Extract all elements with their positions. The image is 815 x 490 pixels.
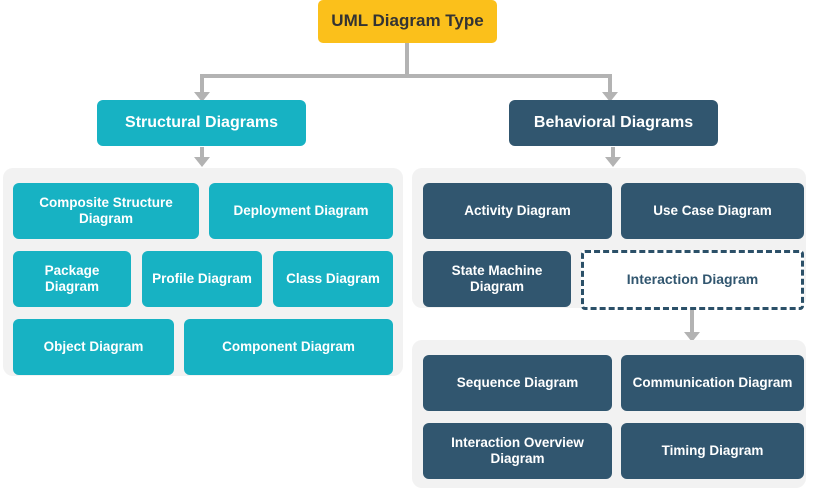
node-deployment-diagram[interactable]: Deployment Diagram: [209, 183, 393, 239]
node-profile-diagram[interactable]: Profile Diagram: [142, 251, 262, 307]
node-use-case-diagram[interactable]: Use Case Diagram: [621, 183, 804, 239]
connector-root-bar: [200, 74, 612, 78]
node-label: Activity Diagram: [464, 202, 571, 218]
arrow-to-structural-icon: [194, 92, 210, 102]
node-label: Package Diagram: [44, 262, 100, 294]
node-uml-diagram-type[interactable]: UML Diagram Type: [318, 0, 497, 43]
node-label: Interaction Overview Diagram: [451, 434, 584, 466]
node-label: Component Diagram: [222, 338, 355, 354]
node-label: Deployment Diagram: [233, 202, 369, 218]
node-label: Profile Diagram: [152, 270, 252, 286]
arrow-behavioral-panel-icon: [605, 157, 621, 167]
node-label: Use Case Diagram: [653, 202, 772, 218]
node-label: Structural Diagrams: [125, 114, 278, 132]
node-sequence-diagram[interactable]: Sequence Diagram: [423, 355, 612, 411]
connector-behavioral-to-panel: [611, 147, 615, 161]
node-state-machine-diagram[interactable]: State Machine Diagram: [423, 251, 571, 307]
node-object-diagram[interactable]: Object Diagram: [13, 319, 174, 375]
arrow-interaction-panel-icon: [684, 332, 700, 342]
node-label: Object Diagram: [43, 338, 144, 354]
node-label: Interaction Diagram: [626, 271, 759, 288]
node-label: State Machine Diagram: [451, 262, 543, 294]
connector-to-structural: [200, 74, 204, 96]
connector-to-behavioral: [608, 74, 612, 96]
node-behavioral-diagrams[interactable]: Behavioral Diagrams: [509, 100, 718, 146]
node-label: Class Diagram: [286, 270, 380, 286]
connector-interaction-to-panel: [690, 308, 694, 336]
node-communication-diagram[interactable]: Communication Diagram: [621, 355, 804, 411]
node-interaction-overview-diagram[interactable]: Interaction Overview Diagram: [423, 423, 612, 479]
node-timing-diagram[interactable]: Timing Diagram: [621, 423, 804, 479]
connector-root-stem: [405, 40, 409, 76]
node-composite-structure-diagram[interactable]: Composite Structure Diagram: [13, 183, 199, 239]
node-label: UML Diagram Type: [331, 11, 484, 31]
node-label: Sequence Diagram: [456, 374, 579, 390]
node-activity-diagram[interactable]: Activity Diagram: [423, 183, 612, 239]
arrow-to-behavioral-icon: [602, 92, 618, 102]
node-component-diagram[interactable]: Component Diagram: [184, 319, 393, 375]
node-structural-diagrams[interactable]: Structural Diagrams: [97, 100, 306, 146]
arrow-structural-panel-icon: [194, 157, 210, 167]
node-label: Composite Structure Diagram: [39, 194, 173, 226]
node-label: Behavioral Diagrams: [533, 114, 694, 132]
node-interaction-diagram[interactable]: Interaction Diagram: [581, 250, 804, 310]
connector-structural-to-panel: [200, 147, 204, 161]
node-label: Communication Diagram: [632, 374, 793, 390]
node-label: Timing Diagram: [661, 442, 764, 458]
node-class-diagram[interactable]: Class Diagram: [273, 251, 393, 307]
node-package-diagram[interactable]: Package Diagram: [13, 251, 131, 307]
